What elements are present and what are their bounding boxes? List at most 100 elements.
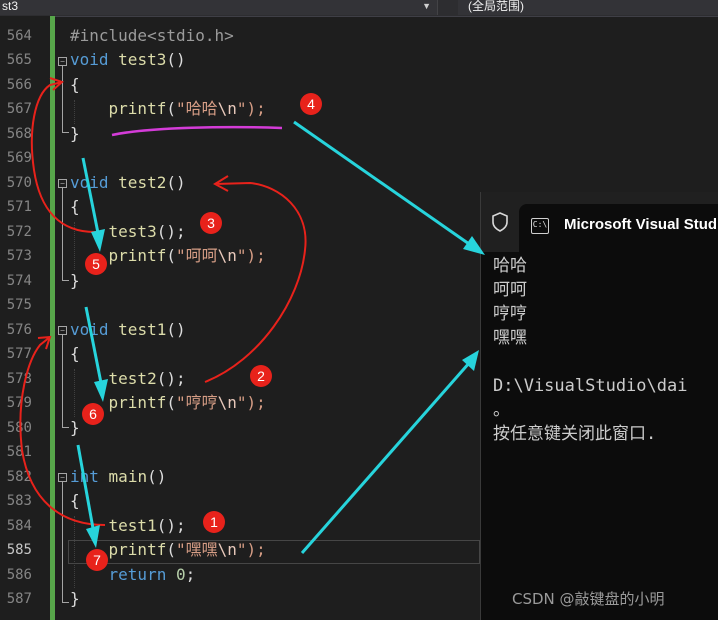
function-call: test1 (108, 516, 157, 535)
indent-guide (74, 222, 75, 270)
code-line: printf("哼哼\n"); (108, 393, 266, 412)
current-line-highlight (68, 540, 480, 564)
code-line: void test3() (70, 48, 186, 72)
code-line: { (70, 489, 80, 513)
escape-sequence: \n (217, 99, 237, 118)
global-scope-dropdown[interactable]: (全局范围) (458, 0, 718, 15)
line-number: 576 (6, 322, 32, 338)
function-name: test3 (118, 50, 167, 69)
string-literal: "哼哼 (175, 393, 218, 412)
shield-icon[interactable] (491, 212, 509, 232)
chevron-down-icon[interactable]: ▼ (422, 1, 431, 11)
console-titlebar: C:\ Microsoft Visual Studio (481, 192, 718, 252)
string-end: "); (236, 99, 266, 118)
global-scope-value: (全局范围) (468, 0, 524, 13)
brace: { (70, 344, 80, 363)
brace: { (70, 197, 80, 216)
line-number: 564 (6, 28, 32, 44)
console-window[interactable]: C:\ Microsoft Visual Studio 哈哈 呵呵 哼哼 嘿嘿 … (480, 192, 718, 620)
code-line: { (70, 73, 80, 97)
punctuation: ; (185, 565, 196, 584)
step-badge: 2 (250, 365, 272, 387)
red-call-arrow (204, 175, 307, 383)
outline-line (62, 66, 69, 133)
line-number: 584 (6, 518, 32, 534)
line-number: 567 (6, 101, 32, 117)
line-number: 569 (6, 150, 32, 166)
number-literal: 0 (175, 565, 186, 584)
line-number: 583 (6, 493, 32, 509)
console-tab-title: Microsoft Visual Studio (564, 216, 718, 233)
escape-sequence: \n (217, 540, 237, 559)
collapse-icon[interactable]: − (58, 473, 67, 482)
console-output-line: 。 (493, 400, 510, 420)
navigation-bar: st3 ▼ (全局范围) (0, 0, 718, 17)
outline-line (62, 335, 69, 428)
function-call: printf (108, 246, 167, 265)
code-line: printf("嘿嘿\n"); (108, 540, 266, 559)
code-line: void test2() (70, 171, 186, 195)
line-number: 587 (6, 591, 32, 607)
code-line: return 0; (70, 563, 196, 587)
line-number: 586 (6, 567, 32, 583)
cyan-output-arrowhead (462, 350, 479, 371)
outline-line (62, 188, 69, 281)
line-number: 582 (6, 469, 32, 485)
code-line: int main() (70, 465, 166, 489)
function-call: printf (108, 540, 167, 559)
code-line: test2(); (70, 367, 186, 391)
punctuation: (); (156, 222, 186, 241)
string-end: "); (236, 393, 266, 412)
string-end: "); (236, 246, 266, 265)
punctuation: () (166, 173, 186, 192)
punctuation: () (147, 467, 167, 486)
function-call: printf (108, 393, 167, 412)
line-number: 566 (6, 77, 32, 93)
code-line: test1(); (70, 514, 186, 538)
change-tracking-bar (50, 16, 55, 620)
scope-dropdown[interactable]: st3 ▼ (0, 0, 438, 15)
string-literal: "呵呵 (175, 246, 218, 265)
function-name: test1 (118, 320, 167, 339)
cmd-icon: C:\ (531, 218, 549, 234)
console-tab[interactable]: C:\ Microsoft Visual Studio (519, 204, 718, 252)
line-number: 580 (6, 420, 32, 436)
console-output-line: 嘿嘿 (493, 328, 527, 348)
code-line: { (70, 342, 80, 366)
collapse-icon[interactable]: − (58, 326, 67, 335)
scope-dropdown-value: st3 (2, 0, 19, 13)
brace: } (70, 418, 80, 437)
keyword: int (70, 467, 99, 486)
console-output-line: D:\VisualStudio\dai (493, 376, 688, 396)
function-name: main (108, 467, 148, 486)
line-number: 570 (6, 175, 32, 191)
keyword: void (70, 173, 109, 192)
collapse-icon[interactable]: − (58, 57, 67, 66)
console-output-line: 呵呵 (493, 280, 527, 300)
string-literal: "哈哈 (175, 99, 218, 118)
code-line: { (70, 195, 80, 219)
code-line: void test1() (70, 318, 186, 342)
line-number: 581 (6, 444, 32, 460)
console-output-line: 哼哼 (493, 304, 527, 324)
line-number: 577 (6, 346, 32, 362)
magenta-underline (111, 125, 283, 137)
brace: } (70, 589, 80, 608)
collapse-icon[interactable]: − (58, 179, 67, 188)
line-number: 574 (6, 273, 32, 289)
line-number-current: 585 (6, 542, 32, 558)
code-line: #include<stdio.h> (70, 24, 234, 48)
line-number: 578 (6, 371, 32, 387)
brace: { (70, 491, 80, 510)
keyword: void (70, 320, 109, 339)
function-call: test3 (108, 222, 157, 241)
line-number: 579 (6, 395, 32, 411)
console-output-line: 哈哈 (493, 256, 527, 276)
code-line: } (70, 587, 80, 611)
line-number: 573 (6, 248, 32, 264)
keyword: return (108, 565, 167, 584)
punctuation: () (166, 320, 186, 339)
brace: { (70, 75, 80, 94)
brace: } (70, 271, 80, 290)
code-line: printf("哈哈\n"); (108, 99, 266, 118)
